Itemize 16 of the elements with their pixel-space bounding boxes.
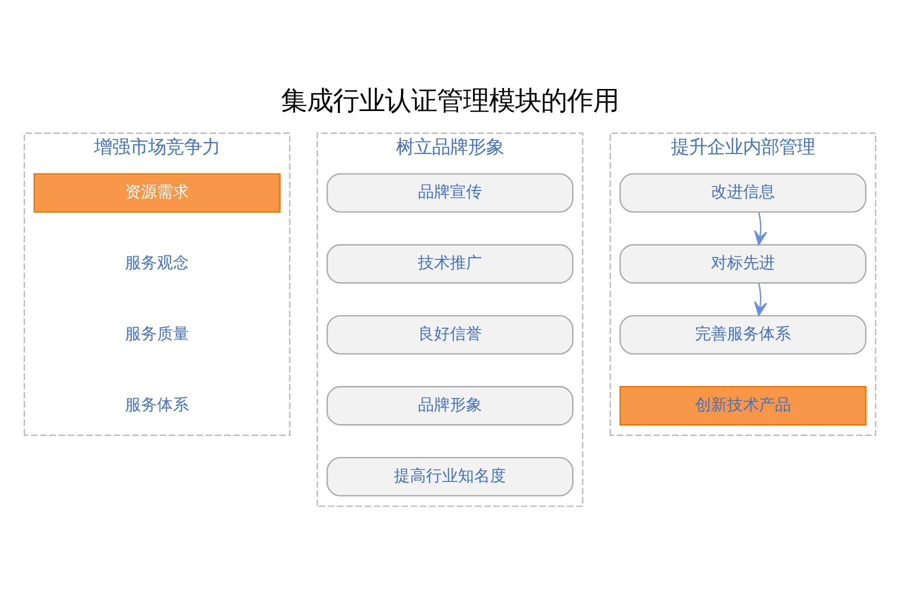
node-box: 品牌形象	[326, 386, 574, 426]
diagram-title: 集成行业认证管理模块的作用	[281, 86, 619, 117]
node-box: 完善服务体系	[619, 315, 866, 355]
node-box: 品牌宣传	[326, 173, 574, 213]
node-box: 创新技术产品	[619, 386, 866, 426]
arrow	[754, 212, 768, 246]
node-box: 提高行业知名度	[326, 456, 574, 496]
arrow	[754, 282, 768, 316]
node-box: 良好信誉	[326, 315, 574, 355]
node-box: 改进信息	[619, 173, 866, 213]
label: 服务质量	[125, 324, 190, 343]
label: 服务观念	[125, 252, 190, 272]
node-box: 对标先进	[619, 244, 866, 284]
node-box: 技术推广	[326, 244, 574, 284]
label: 服务体系	[125, 394, 190, 414]
node-box: 资源需求	[34, 173, 281, 213]
